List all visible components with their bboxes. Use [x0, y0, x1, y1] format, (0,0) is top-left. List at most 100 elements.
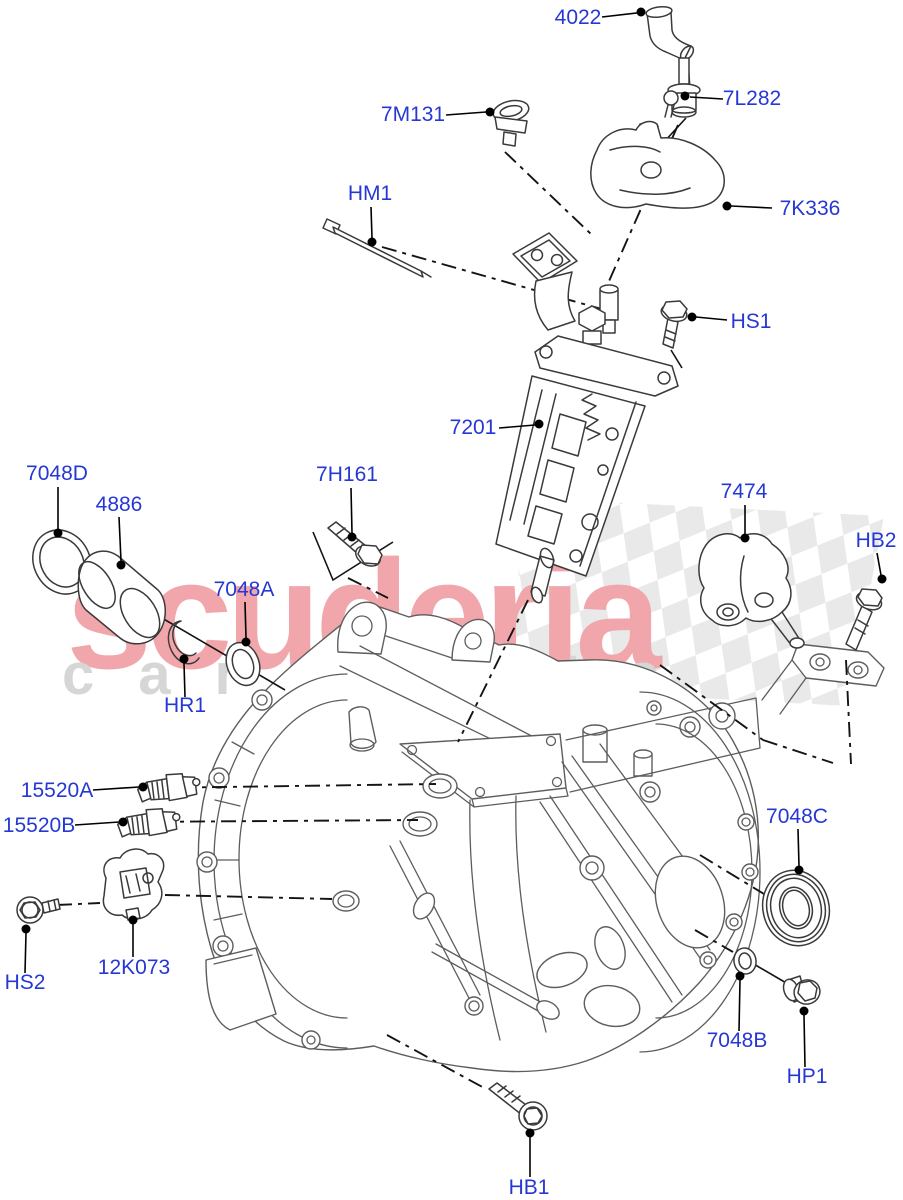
part-label-HS1: HS1 [731, 310, 772, 333]
leader-line [370, 206, 373, 239]
switch-bores [332, 773, 458, 912]
part-label-15520A: 15520A [21, 779, 93, 802]
leader-line [92, 786, 140, 791]
leader-dot [687, 312, 697, 322]
leader-line [118, 516, 122, 562]
leader-dot [740, 533, 750, 543]
part-label-12K073: 12K073 [98, 956, 170, 979]
leader-line [24, 932, 27, 974]
leader-dot [735, 971, 745, 981]
cable-tie [322, 218, 432, 278]
callout-7H161: 7H161 [316, 463, 378, 542]
seal-ring-large [32, 529, 92, 595]
gear-change-housing [495, 232, 679, 604]
bolt-hb1 [488, 1082, 548, 1131]
leader-dot [21, 924, 31, 934]
leader-dot [138, 782, 148, 792]
transmission-case [196, 601, 885, 1073]
callout-7048C: 7048C [766, 805, 828, 875]
callout-4886: 4886 [96, 493, 143, 570]
callout-7474: 7474 [721, 480, 768, 543]
callout-HS2: HS2 [5, 924, 46, 994]
leader-dot [241, 637, 251, 647]
bolt-7h161 [327, 521, 383, 567]
part-label-7201: 7201 [450, 416, 497, 439]
part-label-HM1: HM1 [348, 182, 392, 205]
part-label-HS2: HS2 [5, 971, 46, 994]
sensor-bracket [102, 848, 165, 921]
leader-line [876, 552, 882, 576]
leader-line [183, 662, 186, 698]
callout-15520B: 15520B [3, 814, 128, 837]
bolt-hs2 [16, 896, 61, 924]
leader-line [498, 424, 536, 429]
leader-dot [53, 528, 63, 538]
callout-7048D: 7048D [26, 462, 88, 538]
callout-7M131: 7M131 [381, 103, 495, 126]
leader-dot [794, 865, 804, 875]
transmission-switch [116, 808, 181, 838]
part-label-7M131: 7M131 [381, 103, 445, 126]
breather-shield-bracket [590, 90, 725, 209]
callout-15520A: 15520A [21, 779, 148, 802]
part-label-HB1: HB1 [509, 1176, 550, 1199]
part-label-15520B: 15520B [3, 814, 75, 837]
callout-HR1: HR1 [164, 654, 206, 717]
bolt-hb2 [845, 588, 883, 651]
leader-dot [636, 7, 646, 17]
leader-dot [525, 1128, 535, 1138]
leader-dot [347, 532, 357, 542]
leader-line [689, 96, 724, 100]
leader-line [803, 1014, 806, 1068]
part-label-7048B: 7048B [707, 1029, 768, 1052]
rear-bracket-arm [761, 643, 885, 715]
part-label-7048A: 7048A [214, 578, 275, 601]
leader-dot [179, 654, 189, 664]
reverse-lamp-switch [136, 773, 201, 803]
leader-line [601, 12, 638, 18]
callout-7L282: 7L282 [680, 87, 781, 110]
part-label-7048D: 7048D [26, 462, 88, 485]
callout-HB2: HB2 [856, 529, 896, 584]
part-label-7474: 7474 [721, 480, 768, 503]
leader-line [738, 979, 741, 1032]
leader-line [695, 316, 728, 321]
checkered-flag-watermark [510, 498, 884, 706]
bolt-hs1 [660, 300, 688, 349]
callout-7201: 7201 [450, 416, 544, 439]
leader-line [445, 111, 487, 116]
leader-dot [485, 107, 495, 117]
output-shaft-seal [761, 869, 831, 947]
leader-dot [722, 201, 732, 211]
part-label-7048C: 7048C [766, 805, 828, 828]
leader-dot [799, 1006, 809, 1016]
callout-4022: 4022 [555, 6, 646, 29]
cup-plug [77, 550, 166, 645]
leader-dot [680, 91, 690, 101]
callout-HM1: HM1 [348, 182, 392, 247]
leader-dot [116, 560, 126, 570]
part-label-7H161: 7H161 [316, 463, 378, 486]
callout-7048B: 7048B [707, 971, 768, 1052]
callout-12K073: 12K073 [98, 915, 170, 979]
leader-line [730, 205, 773, 209]
part-label-4886: 4886 [96, 493, 143, 516]
part-label-HP1: HP1 [787, 1065, 828, 1088]
callout-HB1: HB1 [509, 1128, 550, 1199]
callout-7K336: 7K336 [722, 197, 841, 220]
part-label-7K336: 7K336 [780, 197, 841, 220]
sealing-plug [492, 99, 530, 147]
leader-dot [128, 915, 138, 925]
leader-line [797, 828, 800, 867]
callout-HS1: HS1 [687, 310, 772, 333]
part-label-4022: 4022 [555, 6, 602, 29]
leader-dot [367, 237, 377, 247]
part-label-7L282: 7L282 [723, 87, 781, 110]
leader-dot [877, 574, 887, 584]
drain-plug [782, 975, 821, 1005]
callout-7048A: 7048A [214, 578, 275, 647]
leader-line [74, 821, 120, 826]
